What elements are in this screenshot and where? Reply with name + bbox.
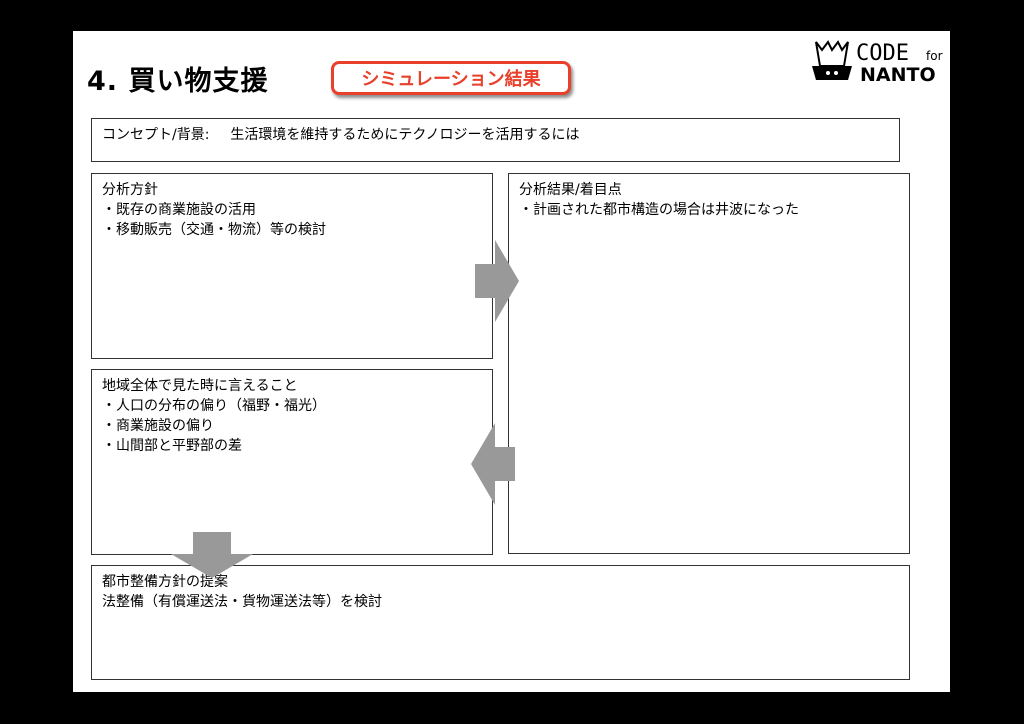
arrow-right-icon: [475, 240, 519, 322]
region-item: ・人口の分布の偏り（福野・福光）: [102, 398, 326, 414]
concept-label: コンセプト/背景:: [102, 127, 210, 143]
concept-box: コンセプト/背景: 生活環境を維持するためにテクノロジーを活用するには: [91, 118, 900, 162]
analysis-policy-box: 分析方針 ・既存の商業施設の活用 ・移動販売（交通・物流）等の検討: [91, 173, 493, 359]
policy-heading: 分析方針: [102, 182, 158, 198]
arrow-left-icon: [471, 423, 515, 505]
simulation-result-badge: シミュレーション結果: [331, 61, 571, 95]
region-item: ・商業施設の偏り: [102, 418, 214, 434]
proposal-item: 法整備（有償運送法・貨物運送法等）を検討: [102, 594, 382, 610]
logo-nanto-text: NANTO: [860, 64, 936, 84]
findings-heading: 分析結果/着目点: [519, 182, 622, 198]
region-heading: 地域全体で見た時に言えること: [102, 378, 298, 394]
slide: 4. 買い物支援 シミュレーション結果 CODE for NANTO コンセプト…: [73, 31, 950, 692]
region-observations-box: 地域全体で見た時に言えること ・人口の分布の偏り（福野・福光） ・商業施設の偏り…: [91, 369, 493, 555]
slide-title: 4. 買い物支援: [87, 66, 269, 97]
analysis-findings-box: 分析結果/着目点 ・計画された都市構造の場合は井波になった: [508, 173, 910, 554]
logo-for-text: for: [926, 49, 943, 63]
proposal-heading: 都市整備方針の提案: [102, 574, 228, 590]
policy-item: ・既存の商業施設の活用: [102, 202, 256, 218]
codefor-logo-icon: CODE for NANTO: [812, 40, 943, 84]
findings-item: ・計画された都市構造の場合は井波になった: [519, 202, 799, 218]
policy-item: ・移動販売（交通・物流）等の検討: [102, 222, 326, 238]
region-item: ・山間部と平野部の差: [102, 438, 242, 454]
concept-text: 生活環境を維持するためにテクノロジーを活用するには: [230, 127, 580, 143]
arrow-down-icon: [171, 532, 253, 578]
svg-text:CODE: CODE: [856, 41, 909, 66]
proposal-box: 都市整備方針の提案 法整備（有償運送法・貨物運送法等）を検討: [91, 565, 910, 680]
